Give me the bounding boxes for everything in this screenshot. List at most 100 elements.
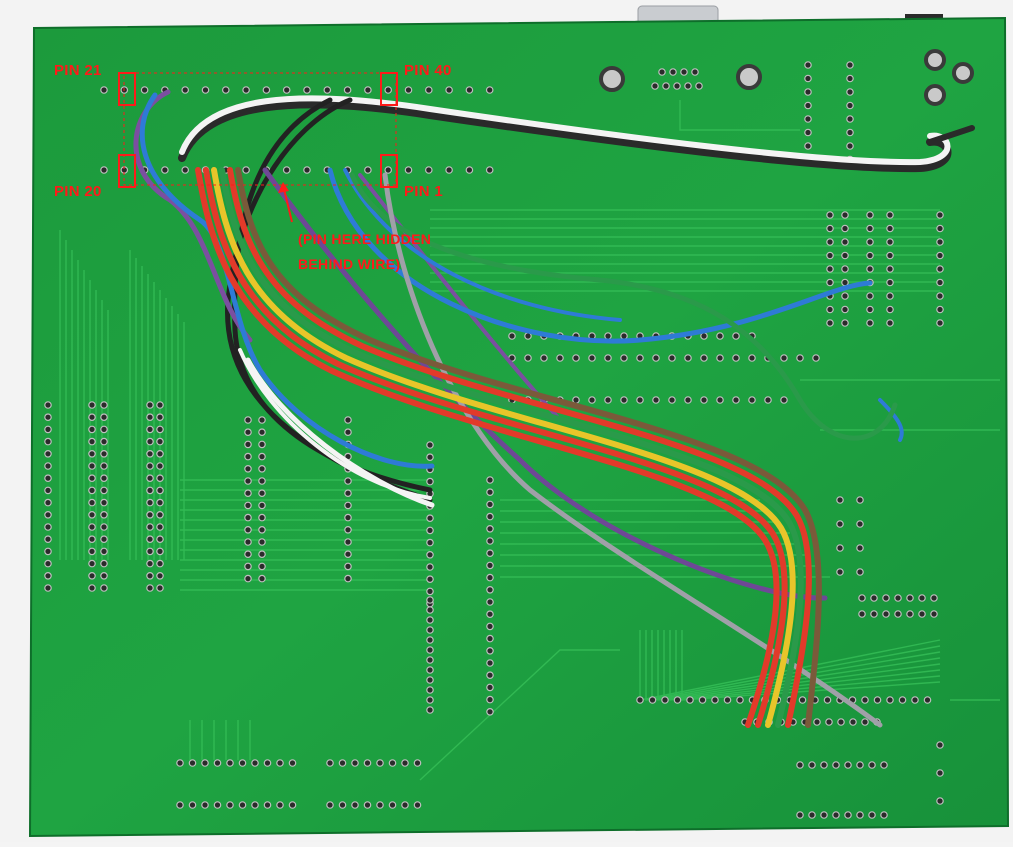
solder-pad: [351, 759, 359, 767]
solder-pad: [426, 526, 434, 535]
solder-pad: [100, 449, 108, 458]
blue-wire-1: [139, 92, 435, 469]
solder-pad: [156, 498, 164, 507]
solder-pad: [146, 449, 154, 458]
solder-pad: [188, 759, 197, 767]
solder-pad: [882, 594, 890, 602]
solder-pad: [100, 571, 108, 580]
solder-pad: [44, 584, 52, 592]
grey-wire: [382, 172, 883, 728]
solder-pad: [886, 278, 894, 287]
solder-pad: [100, 437, 108, 446]
solder-pad: [88, 437, 96, 446]
pin20-box: [118, 154, 136, 188]
solder-pad: [100, 547, 108, 556]
solder-pad: [673, 696, 682, 704]
solder-pad: [413, 759, 422, 767]
solder-pad: [906, 610, 914, 618]
solder-pad: [652, 354, 660, 362]
solder-pad: [808, 811, 816, 819]
solder-pad: [651, 82, 659, 90]
solder-pad: [201, 801, 209, 809]
solder-pad: [384, 86, 393, 94]
solder-pad: [680, 68, 688, 76]
solder-pad: [873, 696, 882, 704]
solder-pad: [226, 759, 234, 767]
solder-pad: [866, 251, 874, 260]
solder-pad: [242, 166, 250, 174]
solder-pad: [930, 594, 938, 602]
pin1-box: [380, 154, 398, 188]
solder-pad: [882, 610, 890, 618]
solder-pad: [146, 559, 154, 568]
blue-wire-2: [327, 167, 873, 344]
solder-pad: [44, 401, 52, 409]
solder-pad: [711, 696, 719, 704]
solder-pad: [181, 166, 190, 174]
solder-pad: [604, 332, 612, 340]
solder-pad: [156, 437, 164, 446]
solder-pad: [156, 571, 164, 580]
solder-pad: [465, 86, 474, 94]
solder-pad: [426, 706, 434, 714]
solder-pad: [426, 656, 434, 664]
purple-wire-3: [358, 173, 562, 422]
solder-pad: [44, 437, 52, 446]
solder-pad: [156, 425, 164, 434]
solder-pad: [870, 610, 878, 618]
solder-pad: [723, 696, 732, 704]
solder-pad: [100, 86, 108, 94]
solder-pad: [698, 696, 707, 704]
solder-pad: [426, 538, 434, 547]
solder-pad: [486, 537, 494, 545]
solder-pad: [844, 761, 852, 769]
solder-pad: [804, 101, 812, 110]
solder-pad: [388, 759, 397, 767]
solder-pad: [156, 559, 164, 568]
solder-pad: [604, 354, 612, 362]
solder-pad: [258, 562, 266, 571]
solder-pad: [700, 354, 708, 362]
solder-pad: [604, 396, 612, 404]
solder-pad: [88, 449, 96, 458]
solder-pad: [695, 82, 703, 90]
solder-pad: [44, 535, 52, 544]
solder-pad: [866, 211, 874, 219]
solder-pad: [858, 610, 866, 618]
solder-pad: [44, 559, 52, 568]
solder-pad: [736, 696, 744, 704]
pcb-trace: [419, 649, 620, 781]
solder-pad: [673, 82, 681, 90]
solder-pad: [146, 498, 154, 507]
solder-pad: [244, 452, 252, 461]
solder-pad: [856, 496, 864, 504]
solder-pad: [44, 449, 52, 458]
solder-pad: [832, 811, 840, 819]
solder-pad: [668, 354, 676, 362]
solder-pad: [486, 610, 494, 619]
solder-pad: [486, 573, 494, 582]
solder-pad: [886, 211, 894, 219]
solder-pad: [572, 354, 580, 362]
solder-pad: [146, 571, 154, 580]
pcb-trace: [679, 100, 800, 131]
solder-pad: [716, 354, 724, 362]
solder-pad: [930, 610, 938, 618]
solder-pad: [796, 811, 804, 819]
solder-pad: [244, 428, 252, 437]
solder-pad: [686, 696, 694, 704]
solder-pad: [866, 319, 874, 327]
solder-pad: [841, 265, 849, 273]
solder-pad: [820, 761, 828, 769]
solder-pad: [426, 686, 434, 694]
solder-pad: [732, 354, 740, 362]
solder-pad: [870, 594, 878, 602]
solder-pad: [486, 634, 494, 643]
solder-pad: [44, 571, 52, 580]
solder-pad: [716, 332, 724, 340]
solder-pad: [486, 585, 494, 594]
solder-pad: [88, 486, 96, 495]
solder-pad: [846, 142, 854, 150]
solder-pad: [146, 425, 154, 434]
